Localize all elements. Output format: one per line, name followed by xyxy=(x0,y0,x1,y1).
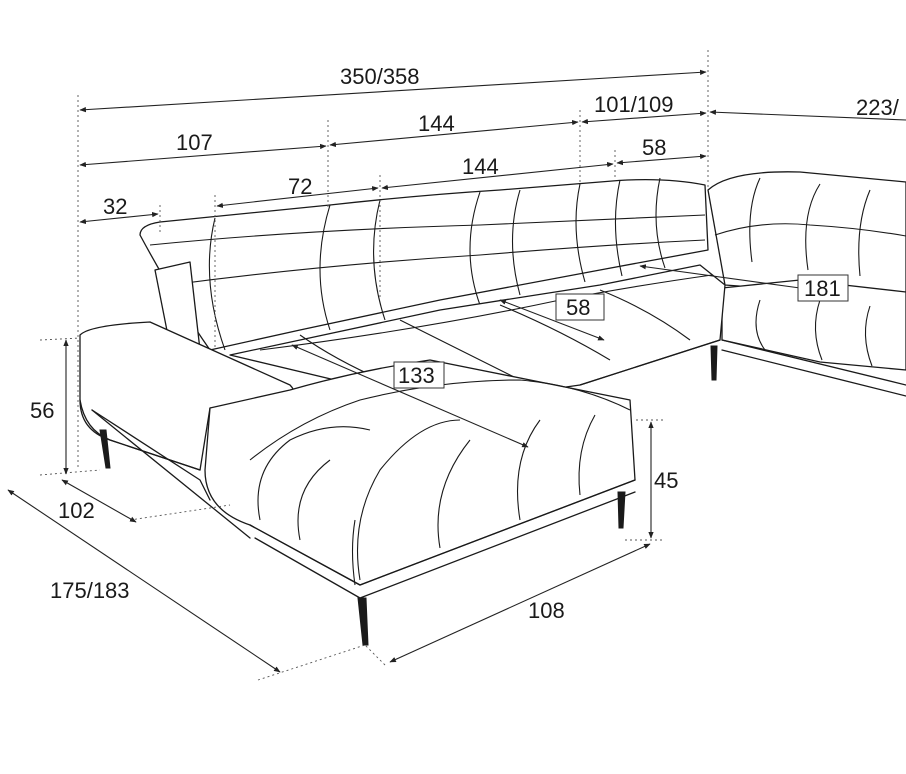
leg-front-right xyxy=(617,491,626,529)
label-chaise-width: 108 xyxy=(528,598,565,623)
box-corner-seat xyxy=(797,274,849,302)
dim-line-corner-module xyxy=(616,153,707,166)
label-chaise-seat: 133 xyxy=(398,363,435,388)
dim-line-left-section xyxy=(79,143,327,168)
box-seat-depth-inset xyxy=(555,293,605,321)
dim-line-corner-seat xyxy=(639,264,801,289)
label-armrest-depth: 102 xyxy=(58,498,95,523)
label-right-wing: 223/ xyxy=(856,95,900,120)
label-right-module: 101/109 xyxy=(594,92,674,117)
label-corner-module: 58 xyxy=(642,135,666,160)
label-back-cushion: 72 xyxy=(288,174,312,199)
dim-line-chaise-width xyxy=(389,543,651,663)
leg-back-right xyxy=(710,345,718,381)
leg-front-left xyxy=(357,597,369,646)
label-armrest: 32 xyxy=(103,194,127,219)
leg-back-left xyxy=(99,429,111,469)
dim-line-chaise-length xyxy=(7,489,281,673)
label-boxes xyxy=(393,274,849,389)
back-cushions xyxy=(139,177,709,351)
dimension-labels: 350/358 107 144 101/109 223/ 32 72 144 5… xyxy=(30,64,900,623)
dim-line-armrest xyxy=(79,211,159,225)
dim-line-right-wing xyxy=(709,109,906,121)
label-middle-cushion: 144 xyxy=(462,154,499,179)
dim-line-back-cushion xyxy=(216,186,379,208)
label-corner-seat: 181 xyxy=(804,276,841,301)
right-wing xyxy=(707,171,906,397)
dim-line-total-width xyxy=(79,69,707,113)
label-middle-section: 144 xyxy=(418,111,455,136)
box-chaise-seat xyxy=(393,361,445,389)
label-seat-depth-inset: 58 xyxy=(566,295,590,320)
dim-line-chaise-seat xyxy=(291,344,529,448)
label-back-height: 56 xyxy=(30,398,54,423)
label-seat-height: 45 xyxy=(654,468,678,493)
label-left-section: 107 xyxy=(176,130,213,155)
dim-line-right-module xyxy=(581,110,707,125)
sofa-illustration xyxy=(79,171,906,646)
sofa-legs xyxy=(99,345,718,646)
label-chaise-length: 175/183 xyxy=(50,578,130,603)
dim-line-middle-section xyxy=(329,119,579,148)
dim-line-seat-depth-inset xyxy=(499,299,605,341)
label-total-width: 350/358 xyxy=(340,64,420,89)
dimension-lines xyxy=(7,69,906,673)
dim-line-middle-cushion xyxy=(381,161,614,191)
